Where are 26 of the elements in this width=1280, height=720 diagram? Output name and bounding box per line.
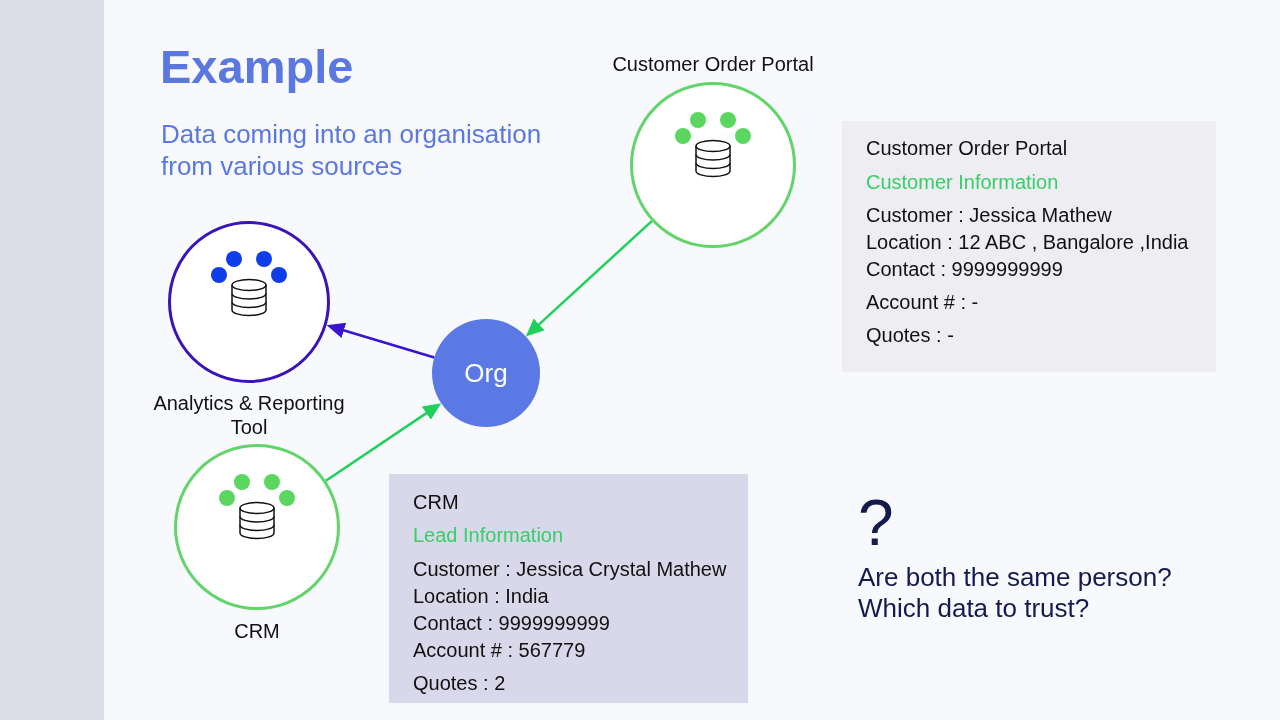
arrow [326, 322, 435, 359]
card-subheading: Customer Information [866, 170, 1059, 195]
question-text: Which data to trust? [858, 593, 1091, 623]
card-field: Customer : Jessica Crystal Mathew [413, 556, 727, 583]
card-field: Contact : 9999999999 [866, 256, 1063, 283]
info-card [389, 474, 748, 703]
question-mark: ? [858, 491, 895, 555]
arrow [525, 220, 653, 337]
subtitle: Data coming into an organisation from various sources [161, 118, 543, 182]
card-subheading: Lead Information [413, 523, 564, 548]
node-label: Customer Order Portal [612, 52, 814, 76]
question-text: Are both the same person? [858, 562, 1173, 592]
card-heading: CRM [413, 490, 459, 515]
node-label: Analytics & Reporting Tool [152, 391, 346, 439]
node-label: Org [464, 358, 508, 388]
card-field: Location : India [413, 583, 549, 610]
card-field: Account # : 567779 [413, 637, 586, 664]
card-field: Customer : Jessica Mathew [866, 202, 1112, 229]
arrow [325, 403, 442, 482]
card-field: Contact : 9999999999 [413, 610, 610, 637]
card-field: Location : 12 ABC , Bangalore ,India [866, 229, 1189, 256]
card-field: Account # : - [866, 289, 979, 316]
card-heading: Customer Order Portal [866, 136, 1068, 161]
card-field: Quotes : 2 [413, 670, 506, 697]
node-label: CRM [234, 619, 280, 643]
card-field: Quotes : - [866, 322, 954, 349]
